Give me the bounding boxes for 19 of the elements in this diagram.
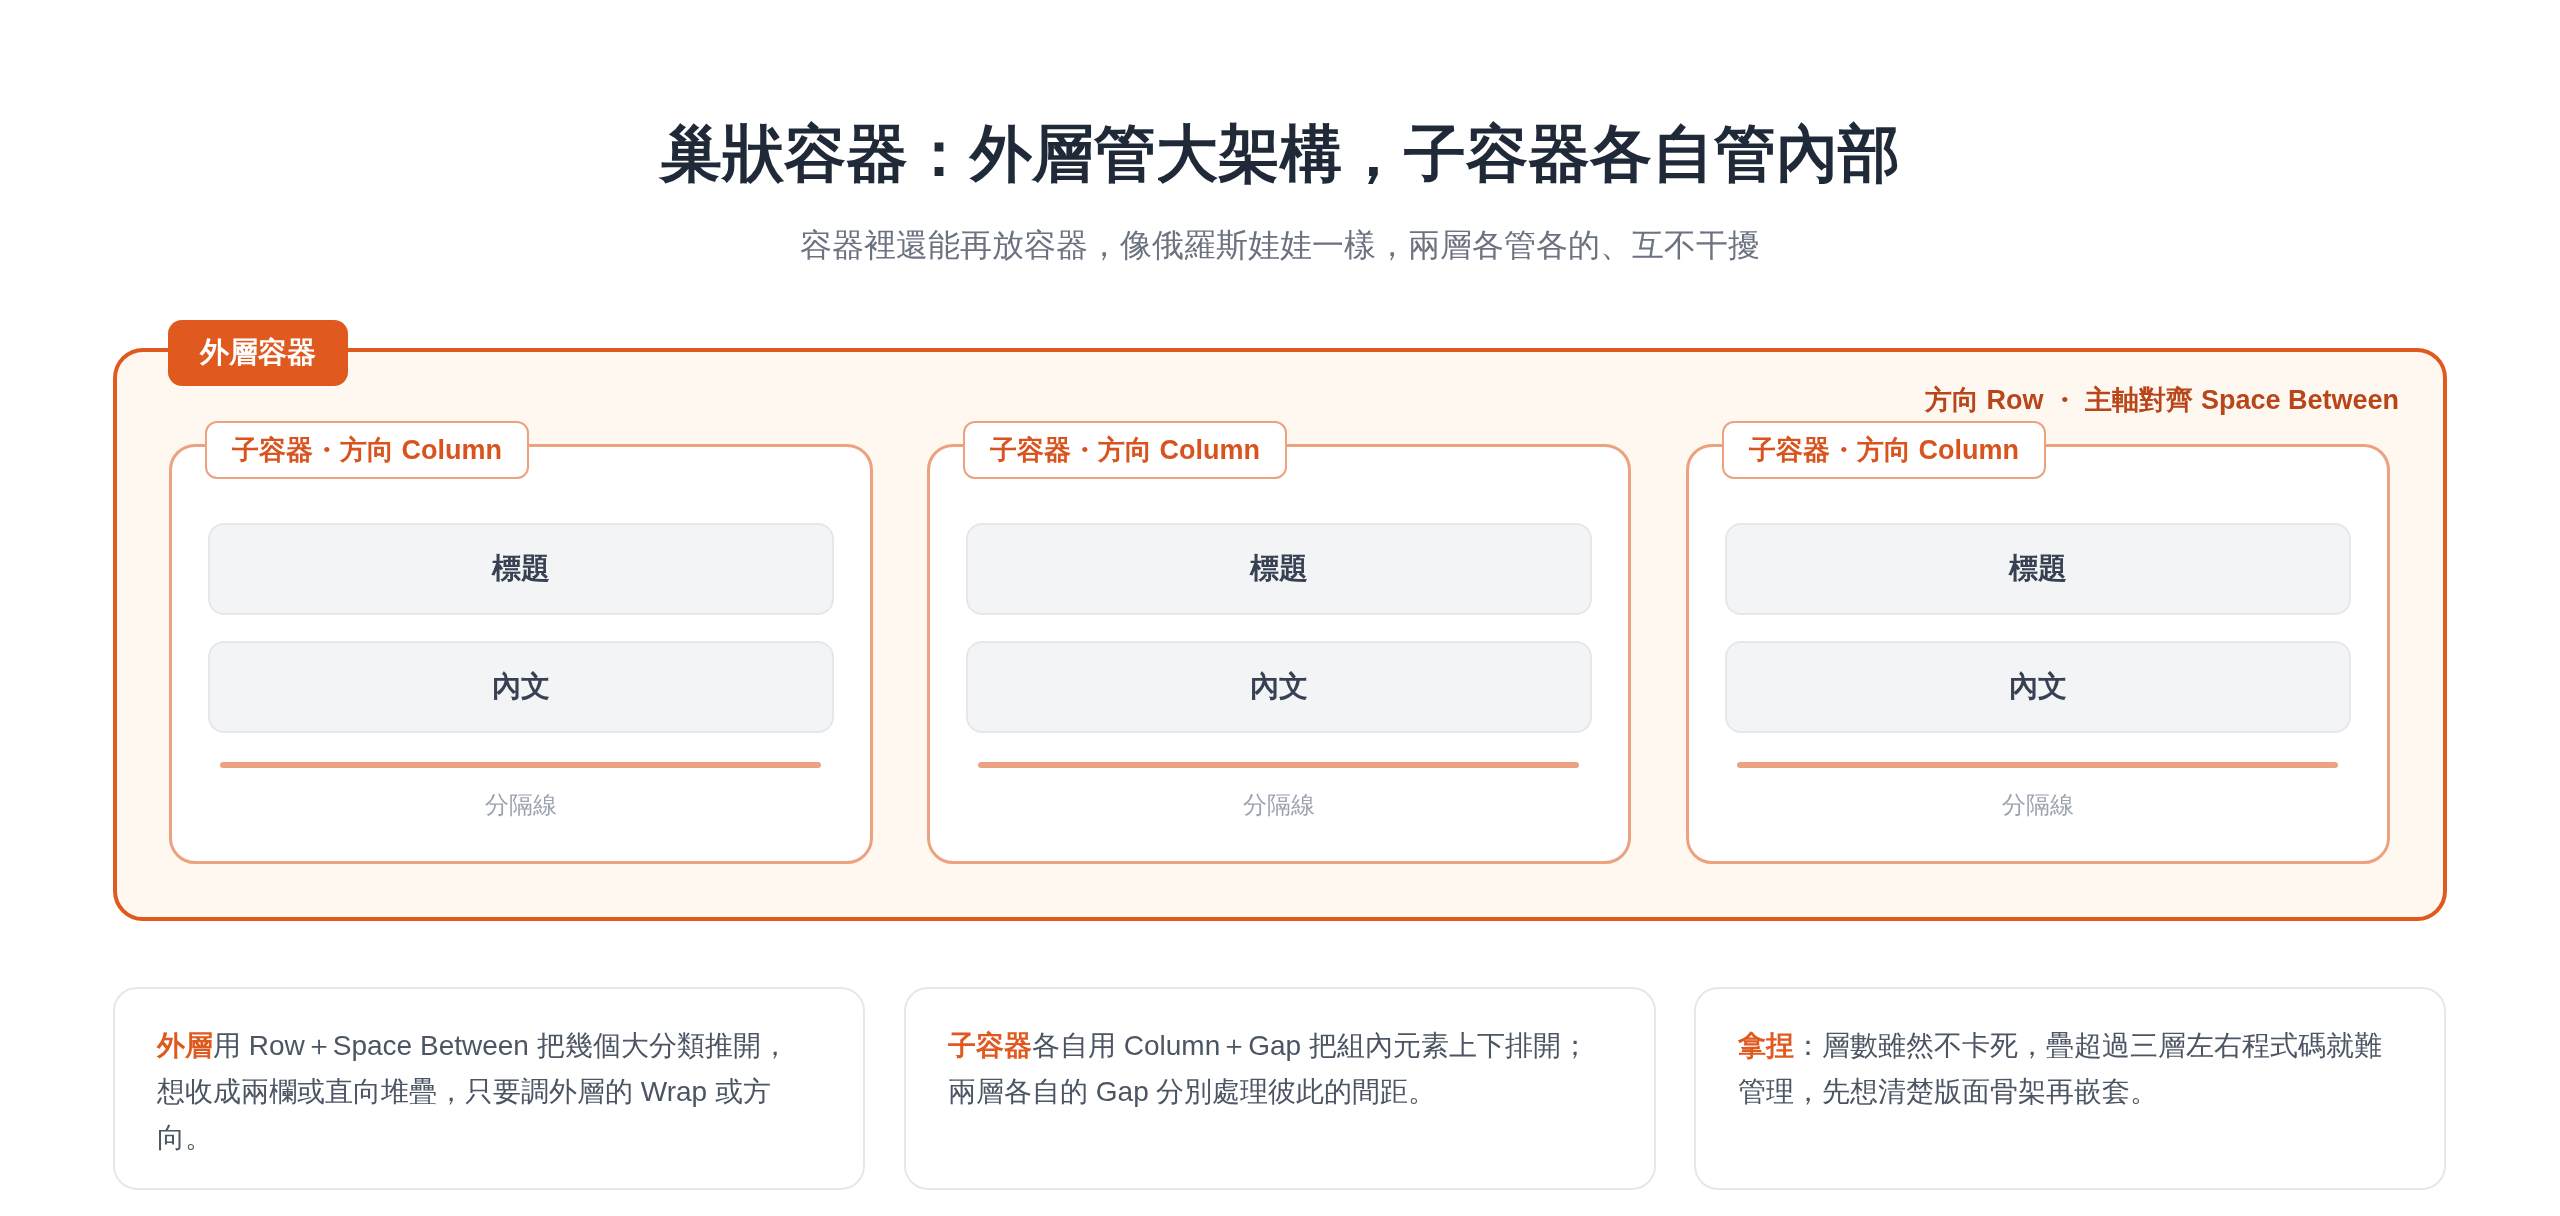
divider-label: 分隔線 [1242,790,1315,820]
container-tag: 子容器・方向 Column [1722,421,2046,479]
content-block: 內文 [1725,641,2351,733]
container-tag: 子容器・方向 Column [963,421,1287,479]
title: 巢狀容器：外層管大架構，子容器各自管內部 [660,118,1900,190]
divider-label: 分隔線 [484,790,557,820]
note-card: 拿捏：層數雖然不卡死，疊超過三層左右程式碼就難管理，先想清楚版面骨架再嵌套。 [1694,987,2446,1190]
layout-note: 方向 Row ・ 主軸對齊 Space Between [1924,384,2399,417]
content-block: 內文 [208,641,834,733]
content-block: 內文 [966,641,1592,733]
subtitle: 容器裡還能再放容器，像俄羅斯娃娃一樣，兩層各管各的、互不干擾 [800,226,1760,265]
content-block: 標題 [208,523,834,615]
divider-label: 分隔線 [2001,790,2074,820]
note-card: 子容器各自用 Column＋Gap 把組內元素上下排開；兩層各自的 Gap 分別處理彼此的間距。 [904,987,1656,1190]
container-tag: 子容器・方向 Column [205,421,529,479]
content-block: 標題 [1725,523,2351,615]
container-tag: 外層容器 [168,320,348,386]
content-block: 標題 [966,523,1592,615]
note-card: 外層用 Row＋Space Between 把幾個大分類推開，想收成兩欄或直向堆疊，只要調外層的 Wrap 或方向。 [113,987,865,1190]
